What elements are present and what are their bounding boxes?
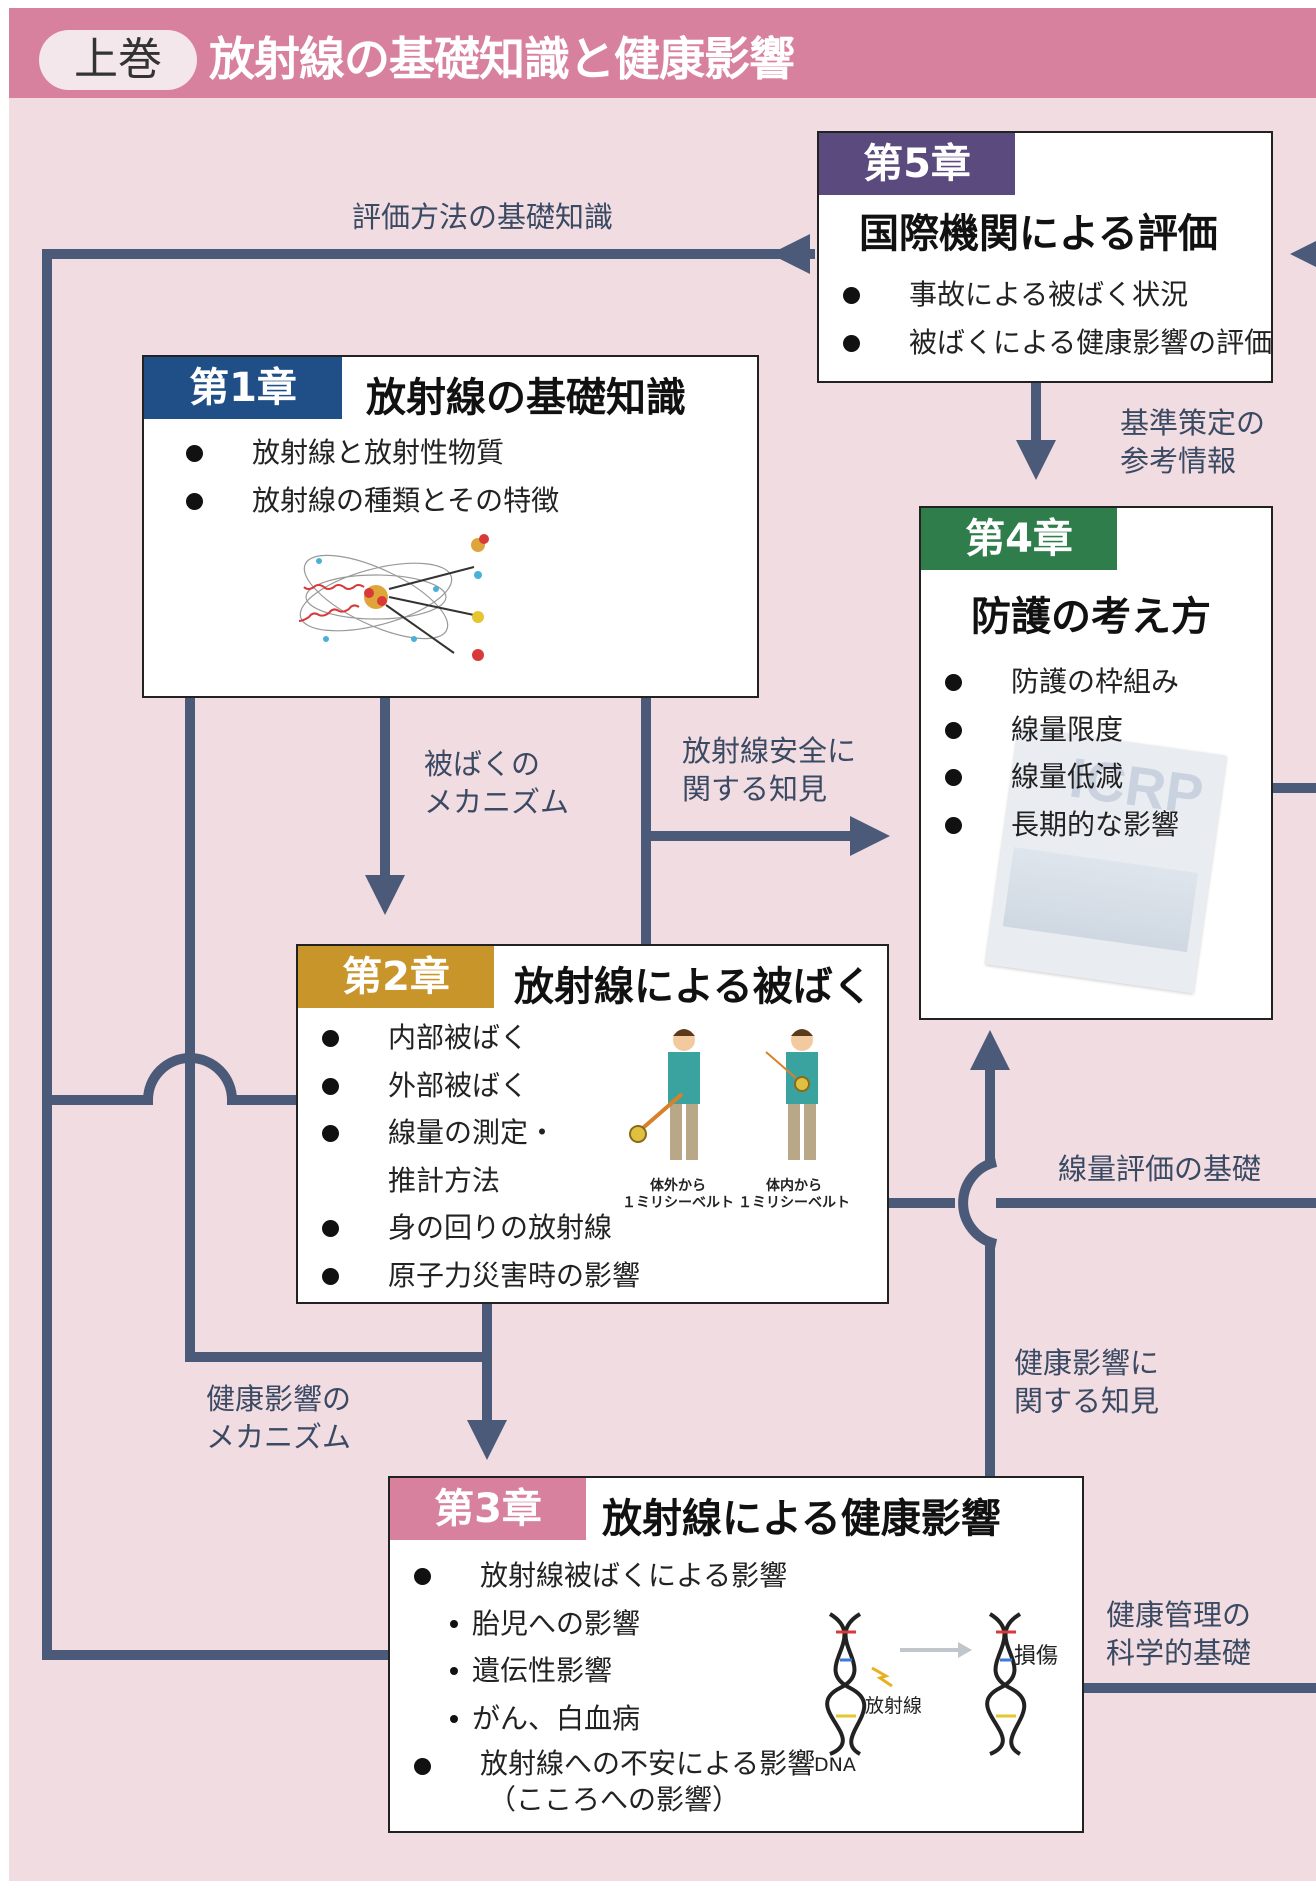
chapter2-title: 放射線による被ばく [514,964,873,1010]
label-health-management: 健康管理の 科学的基礎 [1106,1598,1252,1670]
chapter5-list: 事故による被ばく状況 被ばくによる健康影響の評価 [837,271,1272,366]
internal-exposure-caption: 体内から １ミリシーベルト [738,1178,850,1211]
list-item: 原子力災害時の影響 [316,1252,640,1300]
list-subitem: がん、白血病 [408,1695,815,1743]
dna-illustration [825,1612,1027,1756]
chapter1-title: 放射線の基礎知識 [366,375,686,421]
exposure-figures [629,1029,818,1160]
list-item: 線量低減 [939,753,1179,801]
list-item: 線量限度 [939,706,1179,754]
list-item: 被ばくによる健康影響の評価 [837,319,1272,367]
damage-label: 損傷 [1014,1644,1059,1669]
atom-illustration [298,534,489,661]
chapter3-list: 放射線被ばくによる影響 胎児への影響 遺伝性影響 がん、白血病 放射線への不安に… [408,1552,815,1814]
label-health-mechanism: 健康影響の メカニズム [206,1382,352,1454]
label-exposure-mechanism: 被ばくの メカニズム [424,747,570,819]
hop-right [958,1157,998,1249]
list-item: 長期的な影響 [939,801,1179,849]
list-item: 内部被ばく [316,1014,640,1062]
chapter5-tag: 第5章 [819,133,1015,195]
list-subitem: 胎児への影響 [408,1600,815,1648]
chapter5-box: 第5章 国際機関による評価 事故による被ばく状況 被ばくによる健康影響の評価 [817,131,1273,383]
list-item-continued: （こころへの影響） [488,1783,741,1816]
label-dose-eval-basis: 線量評価の基礎 [1058,1152,1262,1186]
label-standard-ref: 基準策定の 参考情報 [1120,406,1266,478]
list-item: 防護の枠組み [939,658,1179,706]
chapter2-list: 内部被ばく 外部被ばく 線量の測定・ 推計方法 身の回りの放射線 原子力災害時の… [316,1014,640,1299]
chapter3-tag: 第3章 [390,1478,586,1540]
list-item: 身の回りの放射線 [316,1204,640,1252]
list-item: 放射線の種類とその特徴 [180,477,559,525]
chapter1-box: 第1章 放射線の基礎知識 放射線と放射性物質 放射線の種類とその特徴 [142,355,759,698]
header-bar: 上巻 放射線の基礎知識と健康影響 [9,8,1316,98]
chapter4-list: 防護の枠組み 線量限度 線量低減 長期的な影響 [939,658,1179,848]
left-loop-line [42,249,815,1660]
list-item: 放射線被ばくによる影響 [408,1552,815,1600]
hop-left [47,1053,298,1105]
list-item-continued: 推計方法 [388,1163,501,1197]
list-item: 外部被ばく [316,1062,640,1110]
external-exposure-caption: 体外から １ミリシーベルト [622,1178,734,1211]
label-eval-basics: 評価方法の基礎知識 [352,200,614,234]
chapter4-tag: 第4章 [921,508,1117,570]
volume-badge: 上巻 [39,30,197,90]
dna-label: DNA [814,1754,856,1776]
list-subitem: 遺伝性影響 [408,1647,815,1695]
chapter2-box: 第2章 放射線による被ばく 内部被ばく 外部被ばく 線量の測定・ 推計方法 身の… [296,944,889,1304]
label-health-knowledge: 健康影響に 関する知見 [1014,1346,1160,1418]
radiation-label: 放射線 [865,1695,923,1717]
chapter1-list: 放射線と放射性物質 放射線の種類とその特徴 [180,429,559,524]
chapter4-title: 防護の考え方 [971,594,1211,640]
list-item: 線量の測定・ [316,1109,640,1157]
list-item: 放射線と放射性物質 [180,429,559,477]
chapter3-title: 放射線による健康影響 [602,1496,1001,1542]
chapter1-tag: 第1章 [144,357,342,419]
page-title: 放射線の基礎知識と健康影響 [209,32,795,86]
list-item: 事故による被ばく状況 [837,271,1272,319]
chapter3-box: 第3章 放射線による健康影響 放射線被ばくによる影響 胎児への影響 遺伝性影響 … [388,1476,1084,1833]
chapter4-box: 第4章 防護の考え方 ICRP 防護の枠組み 線量限度 線量低減 長期的な影響 [919,506,1273,1020]
label-safety-knowledge: 放射線安全に 関する知見 [682,734,857,806]
list-item: 放射線への不安による影響 [408,1742,815,1786]
chapter2-tag: 第2章 [298,946,494,1008]
chapter5-title: 国際機関による評価 [859,211,1218,257]
